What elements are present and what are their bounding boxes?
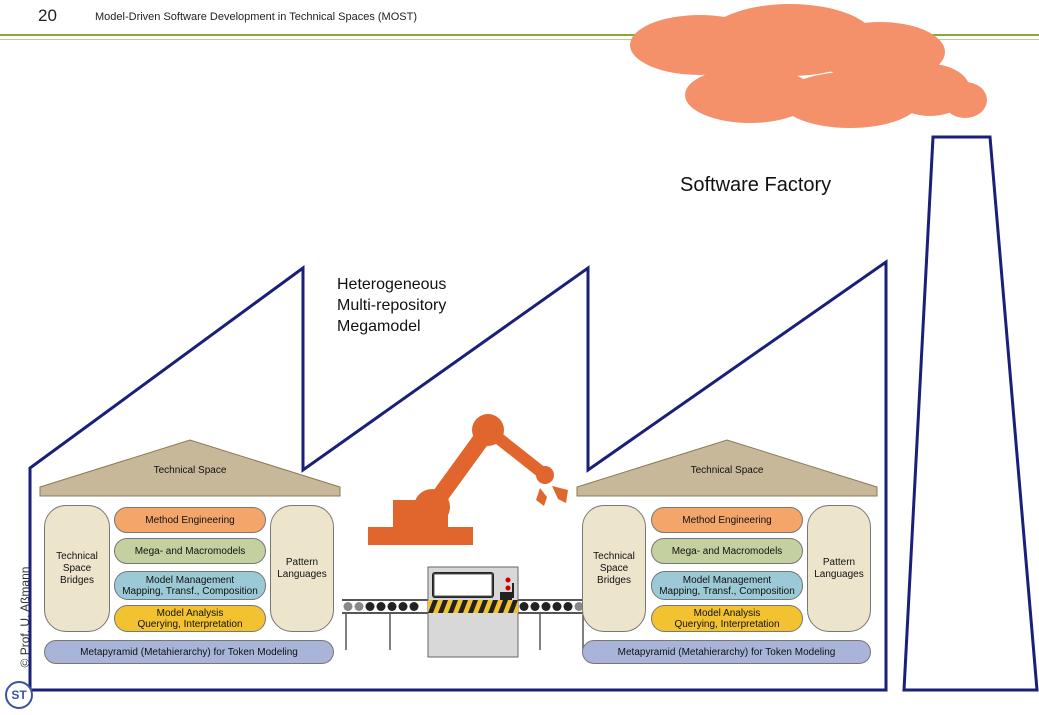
conveyor-roller bbox=[409, 602, 419, 611]
pattern-label: Pattern Languages bbox=[814, 556, 864, 580]
layer-method-engineering: Method Engineering bbox=[651, 507, 803, 533]
roof-right bbox=[576, 439, 878, 497]
machine bbox=[427, 566, 519, 658]
conveyor-roller bbox=[541, 602, 551, 611]
hazard-stripe bbox=[458, 600, 468, 613]
bridges-label: Technical Space Bridges bbox=[593, 550, 635, 586]
conveyor-roller bbox=[574, 602, 584, 611]
smoke-cloud bbox=[630, 4, 987, 128]
st-logo-icon: ST bbox=[5, 681, 33, 709]
layer-method-engineering: Method Engineering bbox=[114, 507, 266, 533]
conveyor-roller bbox=[365, 602, 375, 611]
hazard-stripe bbox=[488, 600, 498, 613]
layer-metapyramid: Metapyramid (Metahierarchy) for Token Mo… bbox=[44, 640, 334, 664]
conveyor-roller bbox=[552, 602, 562, 611]
conveyor-roller bbox=[530, 602, 540, 611]
megamodel-line: Heterogeneous bbox=[337, 276, 447, 293]
layer-model-management: Model Management Mapping, Transf., Compo… bbox=[114, 571, 266, 600]
layer-model-analysis: Model Analysis Querying, Interpretation bbox=[114, 605, 266, 632]
roof-left bbox=[39, 439, 341, 497]
hazard-stripe bbox=[428, 600, 438, 613]
bridges-label: Technical Space Bridges bbox=[56, 550, 98, 586]
layer-model-management: Model Management Mapping, Transf., Compo… bbox=[651, 571, 803, 600]
conveyor-roller bbox=[519, 602, 529, 611]
bridges-pillar: Technical Space Bridges bbox=[44, 505, 110, 632]
course-title: Model-Driven Software Development in Tec… bbox=[95, 11, 417, 23]
hazard-stripe bbox=[508, 600, 518, 613]
hazard-stripe bbox=[478, 600, 488, 613]
layer-mega-macromodels: Mega- and Macromodels bbox=[114, 538, 266, 564]
layer-mega-macromodels: Mega- and Macromodels bbox=[651, 538, 803, 564]
svg-text:ST: ST bbox=[11, 688, 27, 702]
roof-label: Technical Space bbox=[153, 465, 227, 476]
header-rule bbox=[0, 34, 1039, 36]
conveyor-roller bbox=[376, 602, 386, 611]
pattern-pillar: Pattern Languages bbox=[807, 505, 871, 632]
bridges-pillar: Technical Space Bridges bbox=[582, 505, 646, 632]
conveyor-roller bbox=[387, 602, 397, 611]
layer-metapyramid: Metapyramid (Metahierarchy) for Token Mo… bbox=[582, 640, 871, 664]
copyright-vertical: © Prof. U. Aßmann bbox=[18, 566, 32, 668]
megamodel-line: Multi-repository bbox=[337, 297, 447, 314]
conveyor-roller bbox=[354, 602, 364, 611]
layer-model-analysis: Model Analysis Querying, Interpretation bbox=[651, 605, 803, 632]
factory-outline bbox=[28, 259, 888, 692]
pattern-pillar: Pattern Languages bbox=[270, 505, 334, 632]
slide-number: 20 bbox=[38, 6, 57, 25]
pattern-label: Pattern Languages bbox=[277, 556, 327, 580]
conveyor-roller bbox=[398, 602, 408, 611]
conveyor-roller bbox=[343, 602, 353, 611]
hazard-stripe bbox=[498, 600, 508, 613]
software-factory-label: Software Factory bbox=[680, 174, 832, 196]
hazard-stripe bbox=[468, 600, 478, 613]
conveyor-roller bbox=[563, 602, 573, 611]
megamodel-label: Heterogeneous Multi-repository Megamodel bbox=[337, 274, 446, 337]
chimney bbox=[902, 135, 1039, 692]
roof-label: Technical Space bbox=[690, 465, 764, 476]
header-rule-secondary bbox=[0, 39, 1039, 40]
megamodel-line: Megamodel bbox=[337, 318, 421, 335]
robot-arm bbox=[368, 414, 568, 545]
hazard-stripe bbox=[438, 600, 448, 613]
hazard-stripe bbox=[448, 600, 458, 613]
